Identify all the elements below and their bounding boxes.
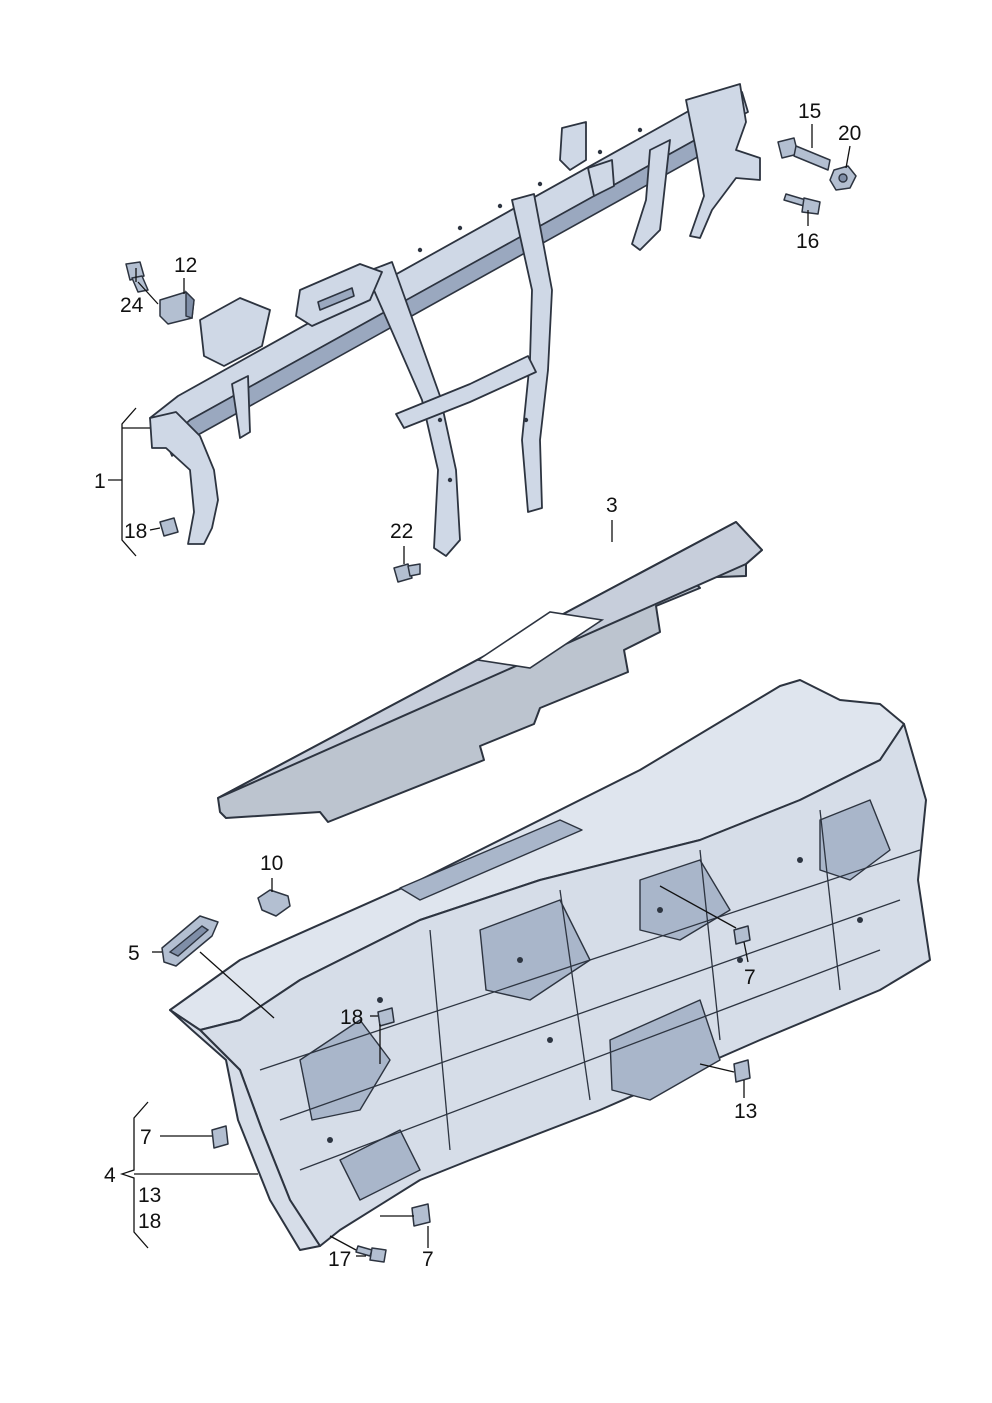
cross-car-beam (149, 83, 761, 557)
callout-20: 20 (838, 122, 861, 145)
clip-7-right (733, 925, 751, 945)
callout-1: 1 (94, 470, 106, 493)
callout-7-right: 7 (744, 966, 756, 989)
callout-13-right: 13 (734, 1100, 757, 1123)
clip-7-bottom (411, 1203, 431, 1227)
bolt-22 (393, 563, 421, 583)
callout-15: 15 (798, 100, 821, 123)
insulation-pad (217, 521, 763, 823)
bolt-24 (125, 261, 149, 293)
leader-lines (108, 124, 851, 1257)
bolt-16 (783, 193, 821, 215)
clip-13 (733, 1059, 751, 1083)
bolt-17 (355, 1245, 387, 1263)
callout-13-brace: 13 (138, 1184, 161, 1207)
callout-7-left: 7 (140, 1126, 152, 1149)
callout-18-upper: 18 (124, 520, 147, 543)
callout-24: 24 (120, 294, 144, 317)
bolt-15 (777, 137, 831, 171)
callout-5: 5 (128, 942, 140, 965)
callout-16: 16 (796, 230, 819, 253)
callout-17: 17 (328, 1248, 351, 1271)
callout-10: 10 (260, 852, 283, 875)
callout-7-bottom: 7 (422, 1248, 434, 1271)
clip-12 (159, 290, 195, 325)
vent-5 (161, 915, 219, 967)
clip-7-left (211, 1125, 229, 1149)
callout-labels: 15 20 16 12 24 1 18 3 22 10 5 7 18 13 7 … (94, 100, 861, 1271)
clip-18-dash (377, 1007, 395, 1027)
nut-20 (829, 165, 857, 191)
clip-18-upper (159, 517, 179, 537)
callout-22: 22 (390, 520, 413, 543)
dashboard-carrier (169, 679, 931, 1251)
clip-10 (257, 889, 291, 917)
callout-4: 4 (104, 1164, 116, 1187)
callout-12: 12 (174, 254, 197, 277)
callout-3: 3 (606, 494, 618, 517)
callout-18-dash: 18 (340, 1006, 363, 1029)
callout-18-brace: 18 (138, 1210, 161, 1233)
